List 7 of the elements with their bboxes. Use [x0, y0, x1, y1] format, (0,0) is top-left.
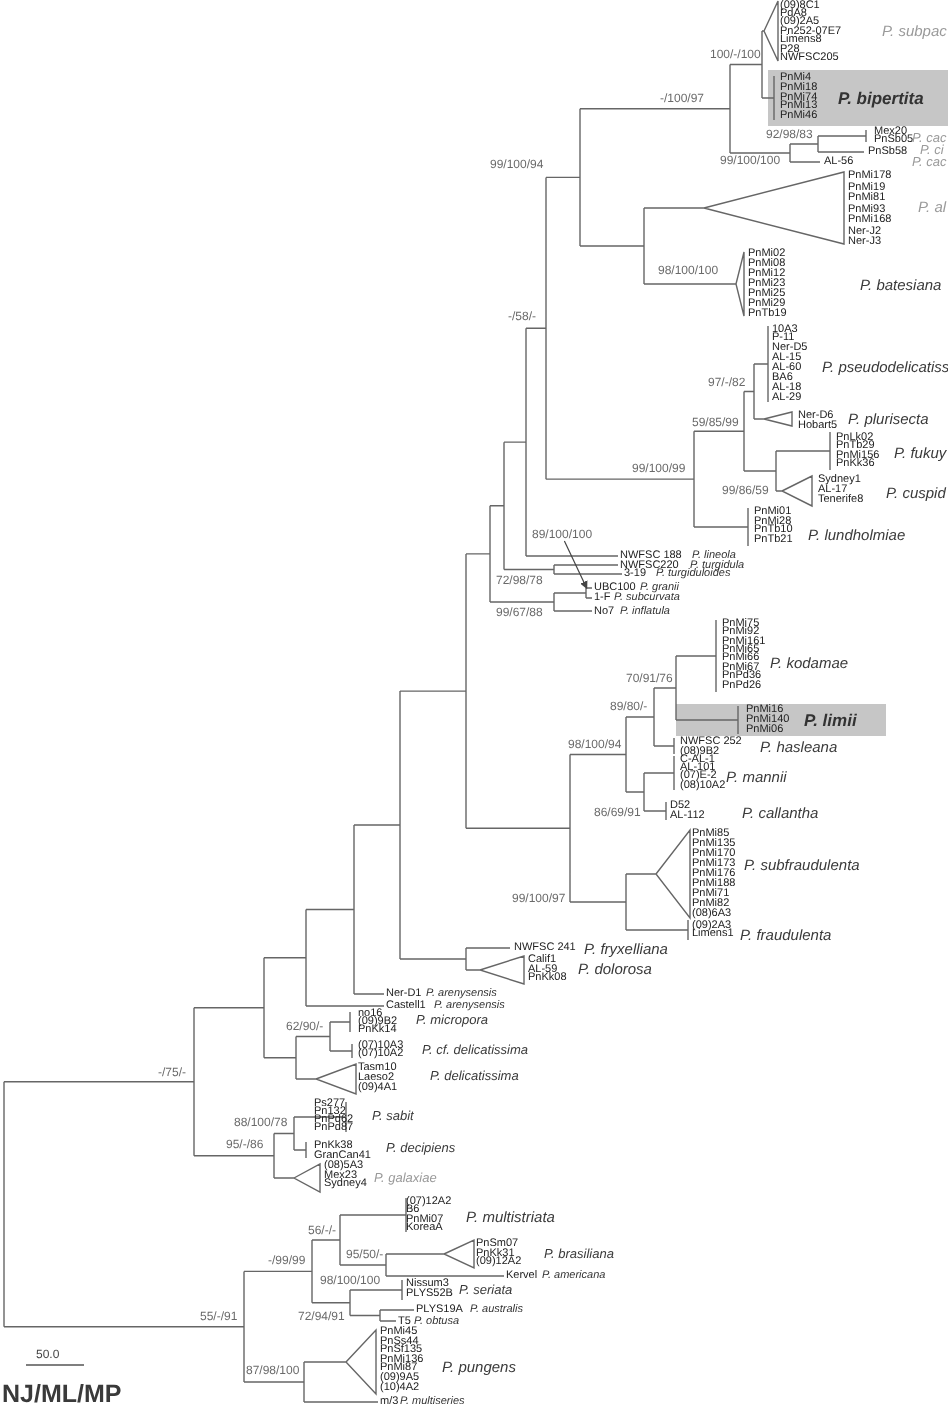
highlight-band: [676, 704, 886, 736]
tree-junction: [585, 587, 593, 599]
method-label: NJ/ML/MP: [2, 1384, 122, 1404]
highlight-band: [768, 70, 948, 126]
leader-arrow: [563, 540, 588, 590]
species-label: P. limii: [804, 712, 857, 728]
species-label: P. bipertita: [838, 89, 924, 105]
